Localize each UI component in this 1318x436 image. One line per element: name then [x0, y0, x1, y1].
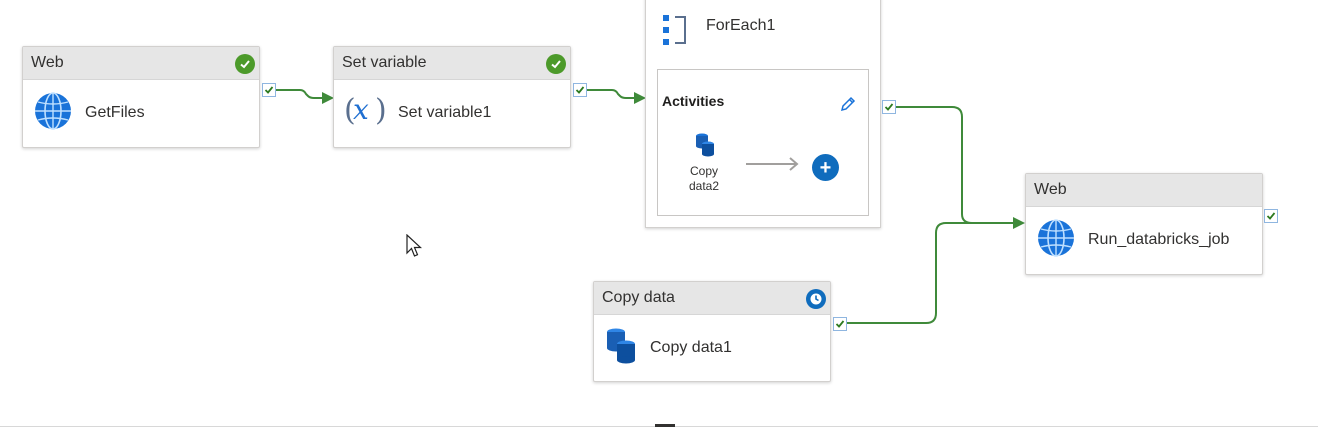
activity-name: Run_databricks_job — [1088, 231, 1230, 248]
foreach-activities-panel: Activities Copy data2 — [657, 69, 869, 216]
activity-header: Web — [23, 47, 259, 80]
activities-label: Activities — [662, 93, 725, 109]
activity-header: Set variable — [334, 47, 570, 80]
connector-getfiles-to-setvar — [276, 89, 324, 99]
activity-type-label: Set variable — [342, 54, 427, 71]
inner-activity-label[interactable]: Copy data2 — [676, 164, 732, 194]
foreach-title: ForEach1 — [706, 17, 776, 34]
success-output-port[interactable] — [573, 83, 587, 97]
success-output-port[interactable] — [882, 100, 896, 114]
activity-type-label: Web — [1034, 181, 1067, 198]
svg-text:x: x — [353, 93, 369, 126]
globe-icon — [33, 91, 73, 136]
copy-data-icon[interactable] — [694, 132, 716, 163]
arrowhead — [1013, 217, 1025, 229]
activity-name: GetFiles — [85, 104, 145, 121]
success-output-port[interactable] — [262, 83, 276, 97]
inner-arrow — [746, 157, 799, 171]
activity-header: Copy data — [594, 282, 830, 315]
activity-body: Copy data1 — [594, 315, 830, 381]
globe-icon — [1036, 218, 1076, 263]
variable-icon: ( x ) — [344, 91, 387, 136]
activity-header: Web — [1026, 174, 1262, 207]
inner-activity-label-line2: data2 — [688, 179, 720, 193]
panel-resize-handle[interactable] — [655, 424, 675, 427]
connector-copydata-to-databricks — [846, 222, 1014, 324]
inner-activity-label-line1: Copy — [689, 164, 718, 178]
copy-data-icon — [604, 327, 638, 370]
svg-text:): ) — [375, 93, 386, 128]
foreach-icon — [661, 13, 689, 52]
clock-status-icon — [806, 289, 826, 309]
success-status-icon — [546, 54, 566, 74]
success-output-port[interactable] — [1264, 209, 1278, 223]
activity-body: ( x ) Set variable1 — [334, 80, 570, 146]
activity-name: Copy data1 — [650, 339, 732, 356]
add-activity-button[interactable]: + — [812, 154, 839, 181]
activity-name: Set variable1 — [398, 104, 492, 121]
activity-foreach[interactable]: ForEach1 Activities Co — [645, 0, 881, 228]
success-status-icon — [235, 54, 255, 74]
edit-pencil-icon[interactable] — [839, 95, 857, 118]
mouse-cursor-icon — [406, 233, 423, 263]
activity-body: GetFiles — [23, 80, 259, 146]
connector-setvar-to-foreach — [586, 89, 634, 99]
activity-type-label: Web — [31, 54, 64, 71]
activity-body: Run_databricks_job — [1026, 207, 1262, 273]
activity-set-variable[interactable]: Set variable ( x ) Set variable1 — [333, 46, 571, 148]
connector-foreach-to-databricks — [896, 106, 1014, 224]
success-output-port[interactable] — [833, 317, 847, 331]
activity-getfiles[interactable]: Web GetFiles — [22, 46, 260, 148]
svg-text:(: ( — [344, 93, 356, 128]
activity-run-databricks-job[interactable]: Web Run_databricks_job — [1025, 173, 1263, 275]
activity-copy-data[interactable]: Copy data Copy data1 — [593, 281, 831, 382]
activity-type-label: Copy data — [602, 289, 675, 306]
